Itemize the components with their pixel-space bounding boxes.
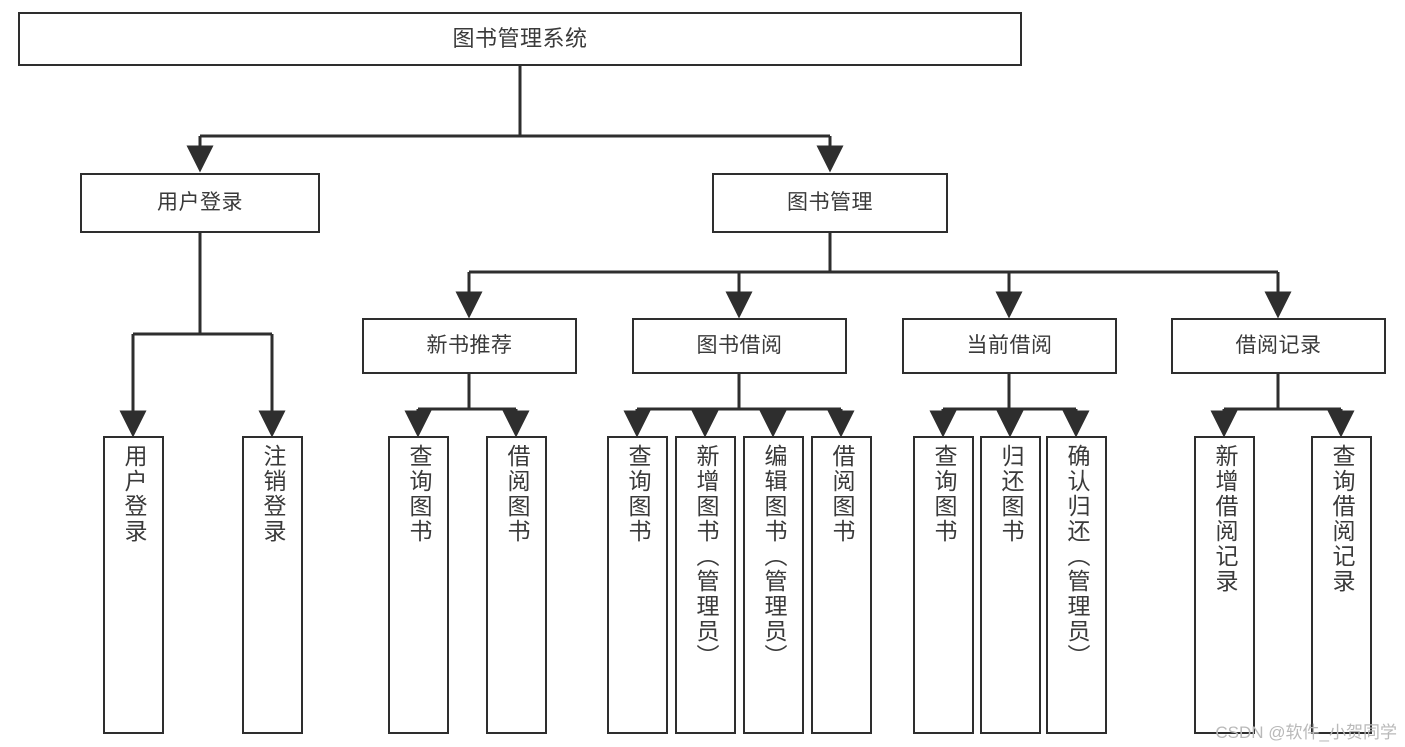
node-label: 新增借阅记录 xyxy=(1212,444,1238,594)
watermark-text: CSDN @软件_小贺同学 xyxy=(1215,723,1397,742)
node-label: 借阅图书 xyxy=(829,444,855,544)
leaf-current-borrow-confirm-return[interactable]: 确认归还（管理员） xyxy=(1046,436,1107,734)
node-label: 查询借阅记录 xyxy=(1329,444,1355,594)
leaf-user-login-login[interactable]: 用户登录 xyxy=(103,436,164,734)
leaf-book-borrow-query[interactable]: 查询图书 xyxy=(607,436,668,734)
leaf-book-borrow-borrow[interactable]: 借阅图书 xyxy=(811,436,872,734)
node-label: 新书推荐 xyxy=(426,333,513,357)
leaf-book-borrow-edit[interactable]: 编辑图书（管理员） xyxy=(743,436,804,734)
node-book-management[interactable]: 图书管理 xyxy=(712,173,948,233)
node-label: 借阅记录 xyxy=(1235,333,1322,357)
node-label: 查询图书 xyxy=(406,444,432,544)
node-label: 用户登录 xyxy=(157,190,243,214)
node-book-borrow[interactable]: 图书借阅 xyxy=(632,318,847,374)
leaf-borrow-record-query[interactable]: 查询借阅记录 xyxy=(1311,436,1372,734)
leaf-book-borrow-add[interactable]: 新增图书（管理员） xyxy=(675,436,736,734)
node-label: 编辑图书（管理员） xyxy=(761,444,787,669)
node-label: 用户登录 xyxy=(121,444,147,544)
node-label: 确认归还（管理员） xyxy=(1064,444,1090,669)
leaf-current-borrow-return[interactable]: 归还图书 xyxy=(980,436,1041,734)
node-label: 新增图书（管理员） xyxy=(693,444,719,669)
node-label: 当前借阅 xyxy=(966,333,1053,357)
node-label: 归还图书 xyxy=(998,444,1024,544)
node-label: 查询图书 xyxy=(625,444,651,544)
leaf-new-book-borrow[interactable]: 借阅图书 xyxy=(486,436,547,734)
node-label: 查询图书 xyxy=(931,444,957,544)
node-label: 图书借阅 xyxy=(696,333,783,357)
leaf-borrow-record-add[interactable]: 新增借阅记录 xyxy=(1194,436,1255,734)
node-new-book-recommend[interactable]: 新书推荐 xyxy=(362,318,577,374)
node-label: 图书管理 xyxy=(787,190,873,214)
node-user-login[interactable]: 用户登录 xyxy=(80,173,320,233)
node-current-borrow[interactable]: 当前借阅 xyxy=(902,318,1117,374)
node-label: 注销登录 xyxy=(260,444,286,544)
node-label: 图书管理系统 xyxy=(452,26,588,52)
leaf-current-borrow-query[interactable]: 查询图书 xyxy=(913,436,974,734)
node-label: 借阅图书 xyxy=(504,444,530,544)
node-borrow-record[interactable]: 借阅记录 xyxy=(1171,318,1386,374)
node-root-system[interactable]: 图书管理系统 xyxy=(18,12,1022,66)
leaf-user-login-logout[interactable]: 注销登录 xyxy=(242,436,303,734)
leaf-new-book-query[interactable]: 查询图书 xyxy=(388,436,449,734)
